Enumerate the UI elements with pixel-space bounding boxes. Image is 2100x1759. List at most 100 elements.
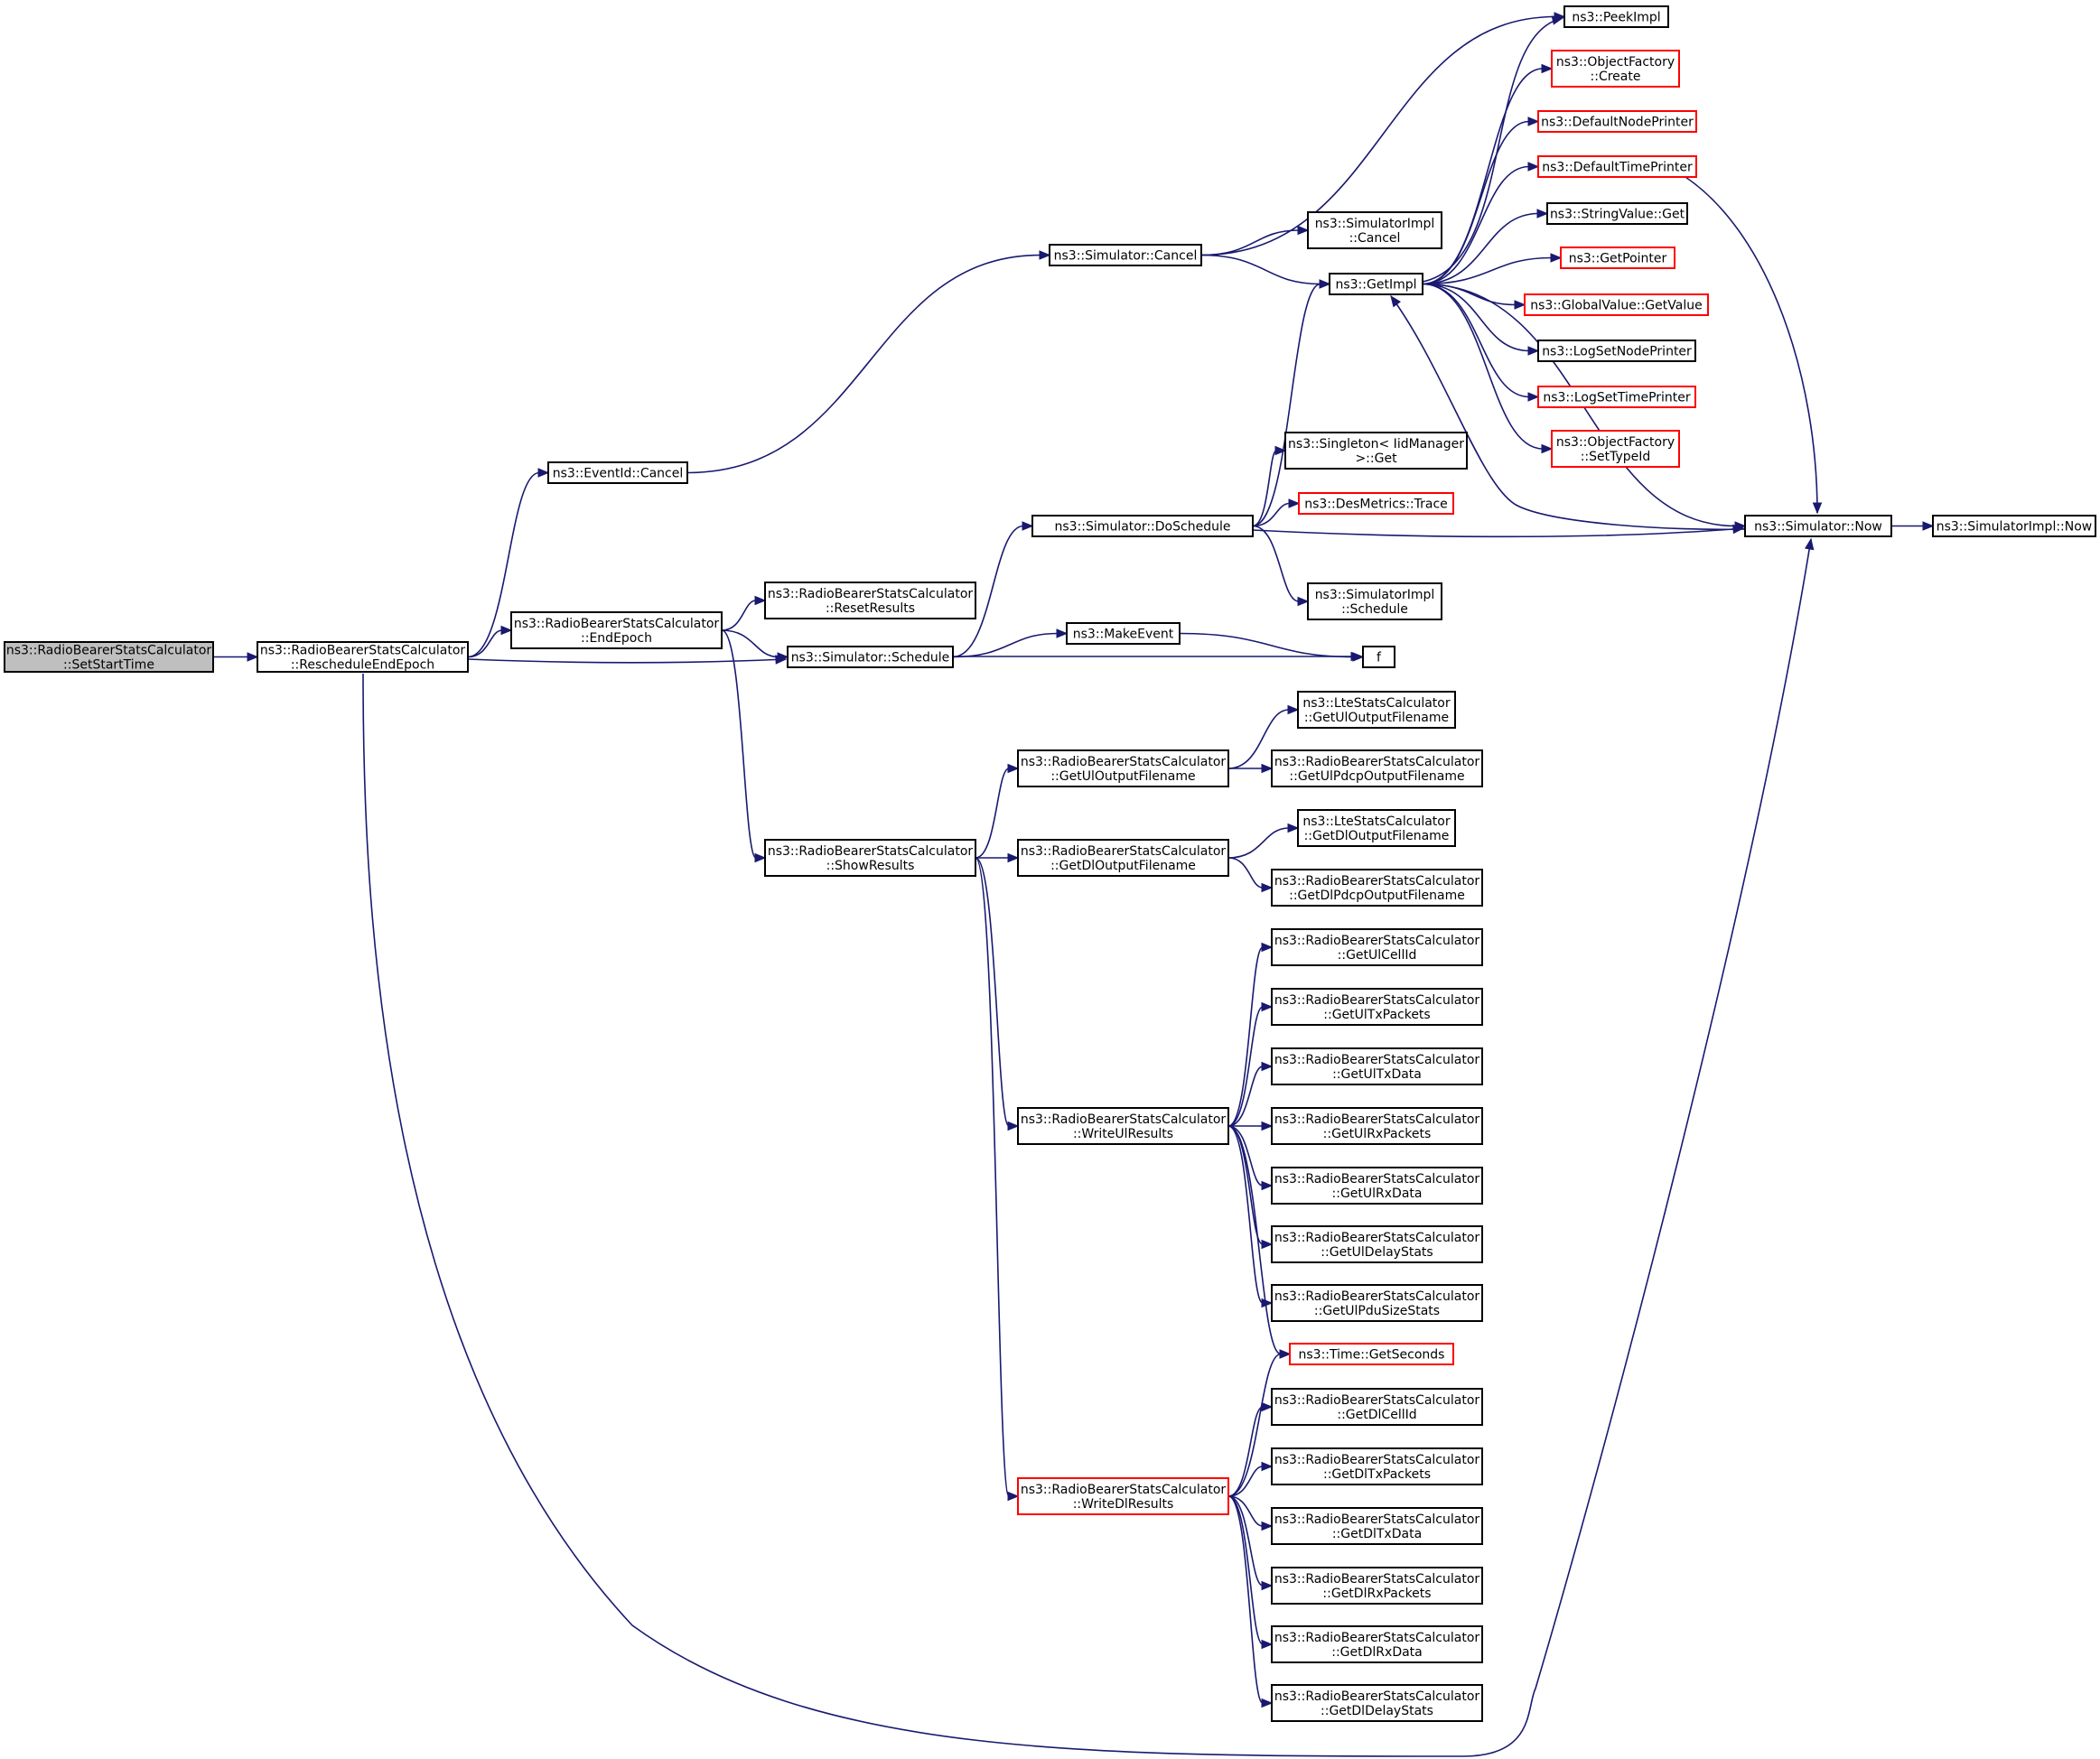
node-box[interactable] [1362, 646, 1395, 668]
node-n13[interactable]: ns3::LogSetNodePrinter [1537, 340, 1696, 362]
node-n41[interactable]: ns3::RadioBearerStatsCalculator::GetUlPd… [1271, 1284, 1483, 1322]
node-box[interactable] [1271, 1284, 1483, 1322]
node-box[interactable] [1932, 515, 2096, 537]
node-n33[interactable]: ns3::RadioBearerStatsCalculator::GetDlPd… [1271, 869, 1483, 907]
node-n32[interactable]: ns3::LteStatsCalculator::GetDlOutputFile… [1297, 809, 1456, 847]
node-box[interactable] [764, 839, 976, 877]
node-n34[interactable]: ns3::RadioBearerStatsCalculator::WriteUl… [1017, 1107, 1229, 1145]
node-box[interactable] [257, 641, 469, 673]
node-n44[interactable]: ns3::RadioBearerStatsCalculator::GetDlCe… [1271, 1388, 1483, 1426]
node-box[interactable] [1563, 5, 1669, 28]
node-box[interactable] [1271, 988, 1483, 1026]
node-n40[interactable]: ns3::RadioBearerStatsCalculator::GetUlDe… [1271, 1225, 1483, 1263]
node-box[interactable] [1307, 582, 1442, 620]
node-n2[interactable]: ns3::EventId::Cancel [547, 461, 688, 484]
node-box[interactable] [1289, 1343, 1454, 1365]
node-n39[interactable]: ns3::RadioBearerStatsCalculator::GetUlRx… [1271, 1167, 1483, 1205]
node-n16[interactable]: ns3::Simulator::Now [1744, 515, 1892, 537]
node-box[interactable] [1271, 1507, 1483, 1545]
node-n7[interactable]: ns3::ObjectFactory::Create [1551, 50, 1680, 88]
node-box[interactable] [1017, 1477, 1229, 1515]
node-n15[interactable]: ns3::ObjectFactory::SetTypeId [1551, 430, 1680, 468]
node-n5[interactable]: ns3::SimulatorImpl::Cancel [1307, 211, 1442, 249]
node-box[interactable] [1297, 691, 1456, 729]
node-n31[interactable]: ns3::RadioBearerStatsCalculator::GetDlOu… [1017, 839, 1229, 877]
node-n11[interactable]: ns3::GetPointer [1560, 247, 1675, 269]
node-n17[interactable]: ns3::SimulatorImpl::Now [1932, 515, 2096, 537]
node-n25[interactable]: ns3::MakeEvent [1066, 622, 1181, 645]
node-box[interactable] [1284, 432, 1468, 470]
node-box[interactable] [1560, 247, 1675, 269]
node-n21[interactable]: ns3::Simulator::DoSchedule [1031, 515, 1254, 537]
node-box[interactable] [1271, 1167, 1483, 1205]
node-n9[interactable]: ns3::DefaultTimePrinter [1537, 155, 1697, 178]
node-box[interactable] [1271, 1625, 1483, 1663]
node-box[interactable] [1066, 622, 1181, 645]
node-box[interactable] [1031, 515, 1254, 537]
node-box[interactable] [510, 611, 723, 649]
node-n26[interactable]: f [1362, 646, 1395, 668]
node-box[interactable] [4, 641, 214, 673]
node-n0[interactable]: ns3::RadioBearerStatsCalculator::SetStar… [4, 641, 214, 673]
node-box[interactable] [1537, 110, 1697, 133]
node-n45[interactable]: ns3::RadioBearerStatsCalculator::GetDlTx… [1271, 1447, 1483, 1485]
node-box[interactable] [1017, 749, 1229, 787]
node-n38[interactable]: ns3::RadioBearerStatsCalculator::GetUlRx… [1271, 1107, 1483, 1145]
node-n14[interactable]: ns3::LogSetTimePrinter [1537, 386, 1696, 408]
node-box[interactable] [1307, 211, 1442, 249]
node-n37[interactable]: ns3::RadioBearerStatsCalculator::GetUlTx… [1271, 1047, 1483, 1085]
node-box[interactable] [1271, 1684, 1483, 1722]
node-n35[interactable]: ns3::RadioBearerStatsCalculator::GetUlCe… [1271, 928, 1483, 966]
node-n20[interactable]: ns3::Simulator::Schedule [787, 646, 954, 668]
node-box[interactable] [1271, 1047, 1483, 1085]
node-box[interactable] [1271, 869, 1483, 907]
node-n3[interactable]: ns3::Simulator::Cancel [1049, 244, 1202, 266]
node-box[interactable] [1298, 492, 1454, 515]
node-box[interactable] [1271, 1567, 1483, 1605]
node-box[interactable] [1537, 386, 1696, 408]
node-n18[interactable]: ns3::RadioBearerStatsCalculator::EndEpoc… [510, 611, 723, 649]
node-box[interactable] [1049, 244, 1202, 266]
node-n22[interactable]: ns3::Singleton< IidManager>::Get [1284, 432, 1468, 470]
node-n6[interactable]: ns3::GetImpl [1329, 273, 1423, 295]
node-box[interactable] [1551, 50, 1680, 88]
node-box[interactable] [1551, 430, 1680, 468]
node-n12[interactable]: ns3::GlobalValue::GetValue [1524, 293, 1709, 316]
node-n27[interactable]: ns3::RadioBearerStatsCalculator::ShowRes… [764, 839, 976, 877]
node-box[interactable] [1271, 1388, 1483, 1426]
node-box[interactable] [547, 461, 688, 484]
node-box[interactable] [1017, 839, 1229, 877]
node-n48[interactable]: ns3::RadioBearerStatsCalculator::GetDlRx… [1271, 1625, 1483, 1663]
node-n30[interactable]: ns3::RadioBearerStatsCalculator::GetUlPd… [1271, 749, 1483, 787]
node-n1[interactable]: ns3::RadioBearerStatsCalculator::Resched… [257, 641, 469, 673]
node-n23[interactable]: ns3::DesMetrics::Trace [1298, 492, 1454, 515]
node-n46[interactable]: ns3::RadioBearerStatsCalculator::GetDlTx… [1271, 1507, 1483, 1545]
node-n24[interactable]: ns3::SimulatorImpl::Schedule [1307, 582, 1442, 620]
node-n49[interactable]: ns3::RadioBearerStatsCalculator::GetDlDe… [1271, 1684, 1483, 1722]
node-box[interactable] [1546, 202, 1688, 225]
node-box[interactable] [1537, 155, 1697, 178]
node-n4[interactable]: ns3::PeekImpl [1563, 5, 1669, 28]
node-n10[interactable]: ns3::StringValue::Get [1546, 202, 1688, 225]
node-box[interactable] [1271, 928, 1483, 966]
node-n8[interactable]: ns3::DefaultNodePrinter [1537, 110, 1697, 133]
node-box[interactable] [1297, 809, 1456, 847]
node-box[interactable] [1271, 1225, 1483, 1263]
node-box[interactable] [1329, 273, 1423, 295]
node-n28[interactable]: ns3::RadioBearerStatsCalculator::GetUlOu… [1017, 749, 1229, 787]
node-n36[interactable]: ns3::RadioBearerStatsCalculator::GetUlTx… [1271, 988, 1483, 1026]
node-n19[interactable]: ns3::RadioBearerStatsCalculator::ResetRe… [764, 582, 976, 619]
node-box[interactable] [1744, 515, 1892, 537]
node-box[interactable] [1017, 1107, 1229, 1145]
node-box[interactable] [1271, 1107, 1483, 1145]
node-box[interactable] [1271, 749, 1483, 787]
node-box[interactable] [1524, 293, 1709, 316]
node-box[interactable] [787, 646, 954, 668]
node-box[interactable] [764, 582, 976, 619]
node-n43[interactable]: ns3::RadioBearerStatsCalculator::WriteDl… [1017, 1477, 1229, 1515]
node-n29[interactable]: ns3::LteStatsCalculator::GetUlOutputFile… [1297, 691, 1456, 729]
node-n42[interactable]: ns3::Time::GetSeconds [1289, 1343, 1454, 1365]
node-box[interactable] [1271, 1447, 1483, 1485]
node-n47[interactable]: ns3::RadioBearerStatsCalculator::GetDlRx… [1271, 1567, 1483, 1605]
node-box[interactable] [1537, 340, 1696, 362]
